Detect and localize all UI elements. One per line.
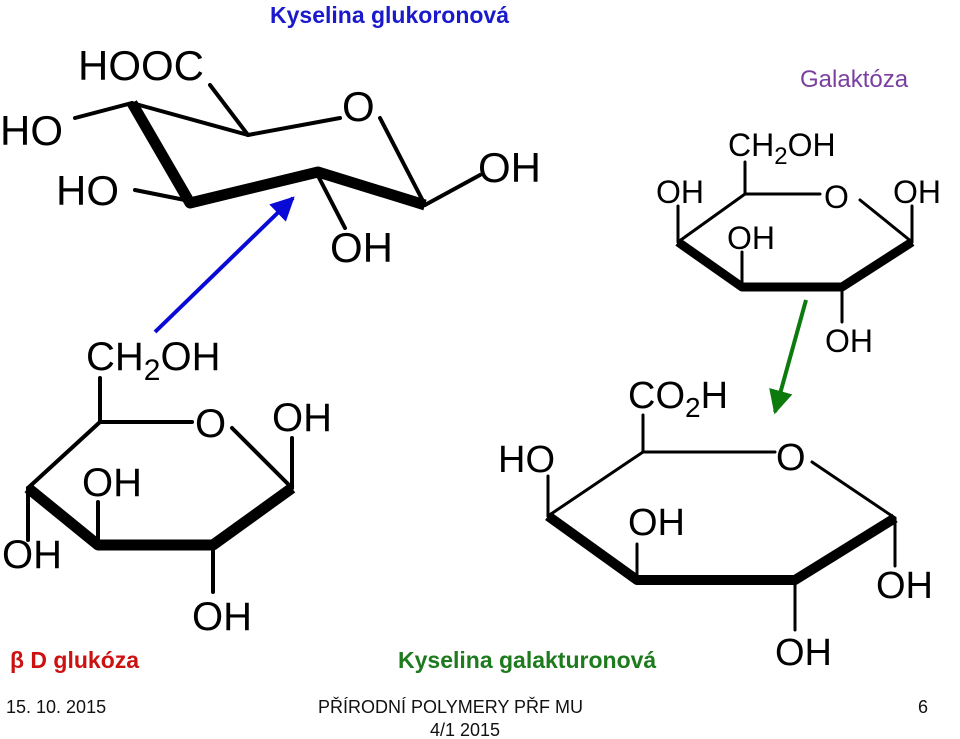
glc-oh-label: OH [192, 595, 252, 639]
glucuronic-acid-structure: HOOC O HO HO OH OH [0, 42, 541, 271]
galak-co2h-label: CO2H [628, 375, 728, 423]
glc-ch2oh-label: CH2OH [86, 335, 220, 387]
gal-oh-label: OH [825, 323, 873, 359]
gluc-bond [423, 173, 482, 207]
galactose-structure: CH2OH O OH OH OH OH [656, 127, 941, 359]
glc-wedge-bonds [24, 483, 296, 551]
galak-bond [810, 460, 897, 520]
beta-d-glucose-title: β D glukóza [10, 647, 140, 673]
footer-page-number: 6 [918, 697, 929, 717]
gluc-ring-oxygen: O [342, 83, 375, 130]
gal-oh-label: OH [893, 174, 941, 210]
glucuronic-acid-title: Kyselina glukoronová [270, 2, 510, 28]
gluc-bond [73, 101, 134, 120]
galak-wedge-bonds [545, 511, 898, 585]
glc-bond [26, 420, 102, 490]
footer-date: 15. 10. 2015 [6, 697, 107, 717]
gal-oh-label: OH [727, 220, 775, 256]
footer-course-sub: 4/1 2015 [430, 720, 501, 739]
gluc-oh-label: OH [330, 224, 393, 271]
galak-oh-label: OH [876, 565, 933, 607]
galak-oh-label: OH [628, 502, 685, 544]
galak-ho-label: HO [498, 439, 555, 481]
gal-oh-label: OH [656, 174, 704, 210]
gluc-bond [313, 168, 347, 230]
gal-ch2oh-label: CH2OH [728, 127, 836, 170]
glc-oh-label: OH [82, 461, 142, 505]
galak-oh-label: OH [775, 632, 832, 674]
green-arrow-galactose-to-galacturonic [769, 299, 808, 415]
gluc-wedge-bonds [127, 100, 427, 211]
gluc-bond [130, 101, 250, 137]
gluc-oh-label: OH [478, 144, 541, 191]
glc-oh-label: OH [2, 533, 62, 577]
galactose-title: Galaktóza [800, 66, 909, 93]
glc-bond [230, 426, 294, 490]
gluc-bond [133, 188, 187, 202]
gluc-hooc-label: HOOC [78, 42, 204, 89]
beta-d-glucose-structure: CH2OH O OH OH OH OH [2, 335, 332, 639]
gal-bond [858, 198, 914, 244]
gluc-bond [208, 83, 250, 137]
galak-ring-oxygen: O [776, 437, 806, 479]
gal-ring-oxygen: O [824, 179, 849, 215]
gluc-ho-label: HO [0, 107, 63, 154]
galacturonic-acid-structure: CO2H O HO OH OH OH [498, 375, 933, 674]
glc-oh-label: OH [272, 396, 332, 440]
glc-ring-oxygen: O [195, 402, 226, 446]
blue-arrow-glucose-to-glucuronic [153, 196, 295, 334]
gluc-bond [246, 116, 342, 137]
gluc-ho-label: HO [56, 167, 119, 214]
gal-bond [676, 192, 747, 244]
galacturonic-acid-title: Kyselina galakturonová [398, 647, 657, 673]
footer-course: PŘÍRODNÍ POLYMERY PŘF MU [318, 697, 584, 717]
gluc-bond [378, 116, 427, 207]
gal-wedge-bonds [675, 238, 915, 292]
galak-bond [546, 450, 645, 518]
